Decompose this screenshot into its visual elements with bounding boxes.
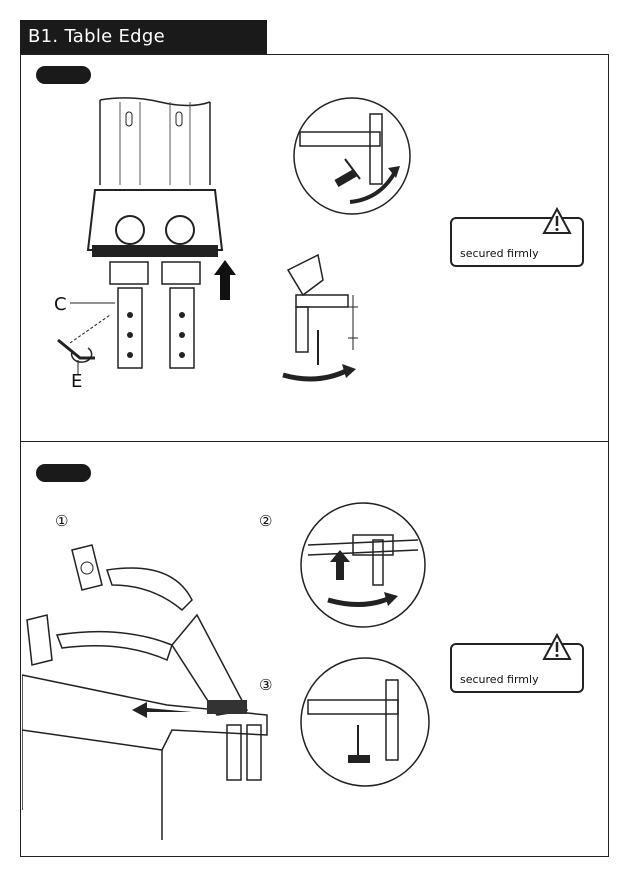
label-e: E bbox=[71, 371, 83, 392]
label-c: C bbox=[54, 294, 67, 315]
detail-circle-tighten-illustration bbox=[300, 502, 426, 628]
warning-box-1: secured firmly bbox=[450, 207, 584, 267]
instruction-frame bbox=[20, 54, 609, 857]
detail-circle-secured-illustration bbox=[300, 657, 430, 787]
warning-triangle-icon bbox=[542, 207, 572, 234]
warning-text-2: secured firmly bbox=[460, 673, 539, 686]
detail-circle-clamp-illustration bbox=[293, 97, 411, 215]
step-badge-1 bbox=[36, 66, 91, 84]
monitor-arm-on-desk-illustration bbox=[22, 544, 268, 840]
section-divider bbox=[20, 441, 609, 442]
step-badge-2 bbox=[36, 464, 91, 482]
clamp-assembly-illustration bbox=[57, 97, 236, 375]
step-3-number: ③ bbox=[259, 676, 273, 694]
clamp-side-view-illustration bbox=[282, 253, 358, 382]
warning-box-2: secured firmly bbox=[450, 633, 584, 693]
page-title: B1. Table Edge Installation bbox=[20, 20, 267, 81]
step-2-number: ② bbox=[259, 512, 273, 530]
warning-text-1: secured firmly bbox=[460, 247, 539, 260]
warning-triangle-icon bbox=[542, 633, 572, 660]
step-1-number: ① bbox=[55, 512, 69, 530]
